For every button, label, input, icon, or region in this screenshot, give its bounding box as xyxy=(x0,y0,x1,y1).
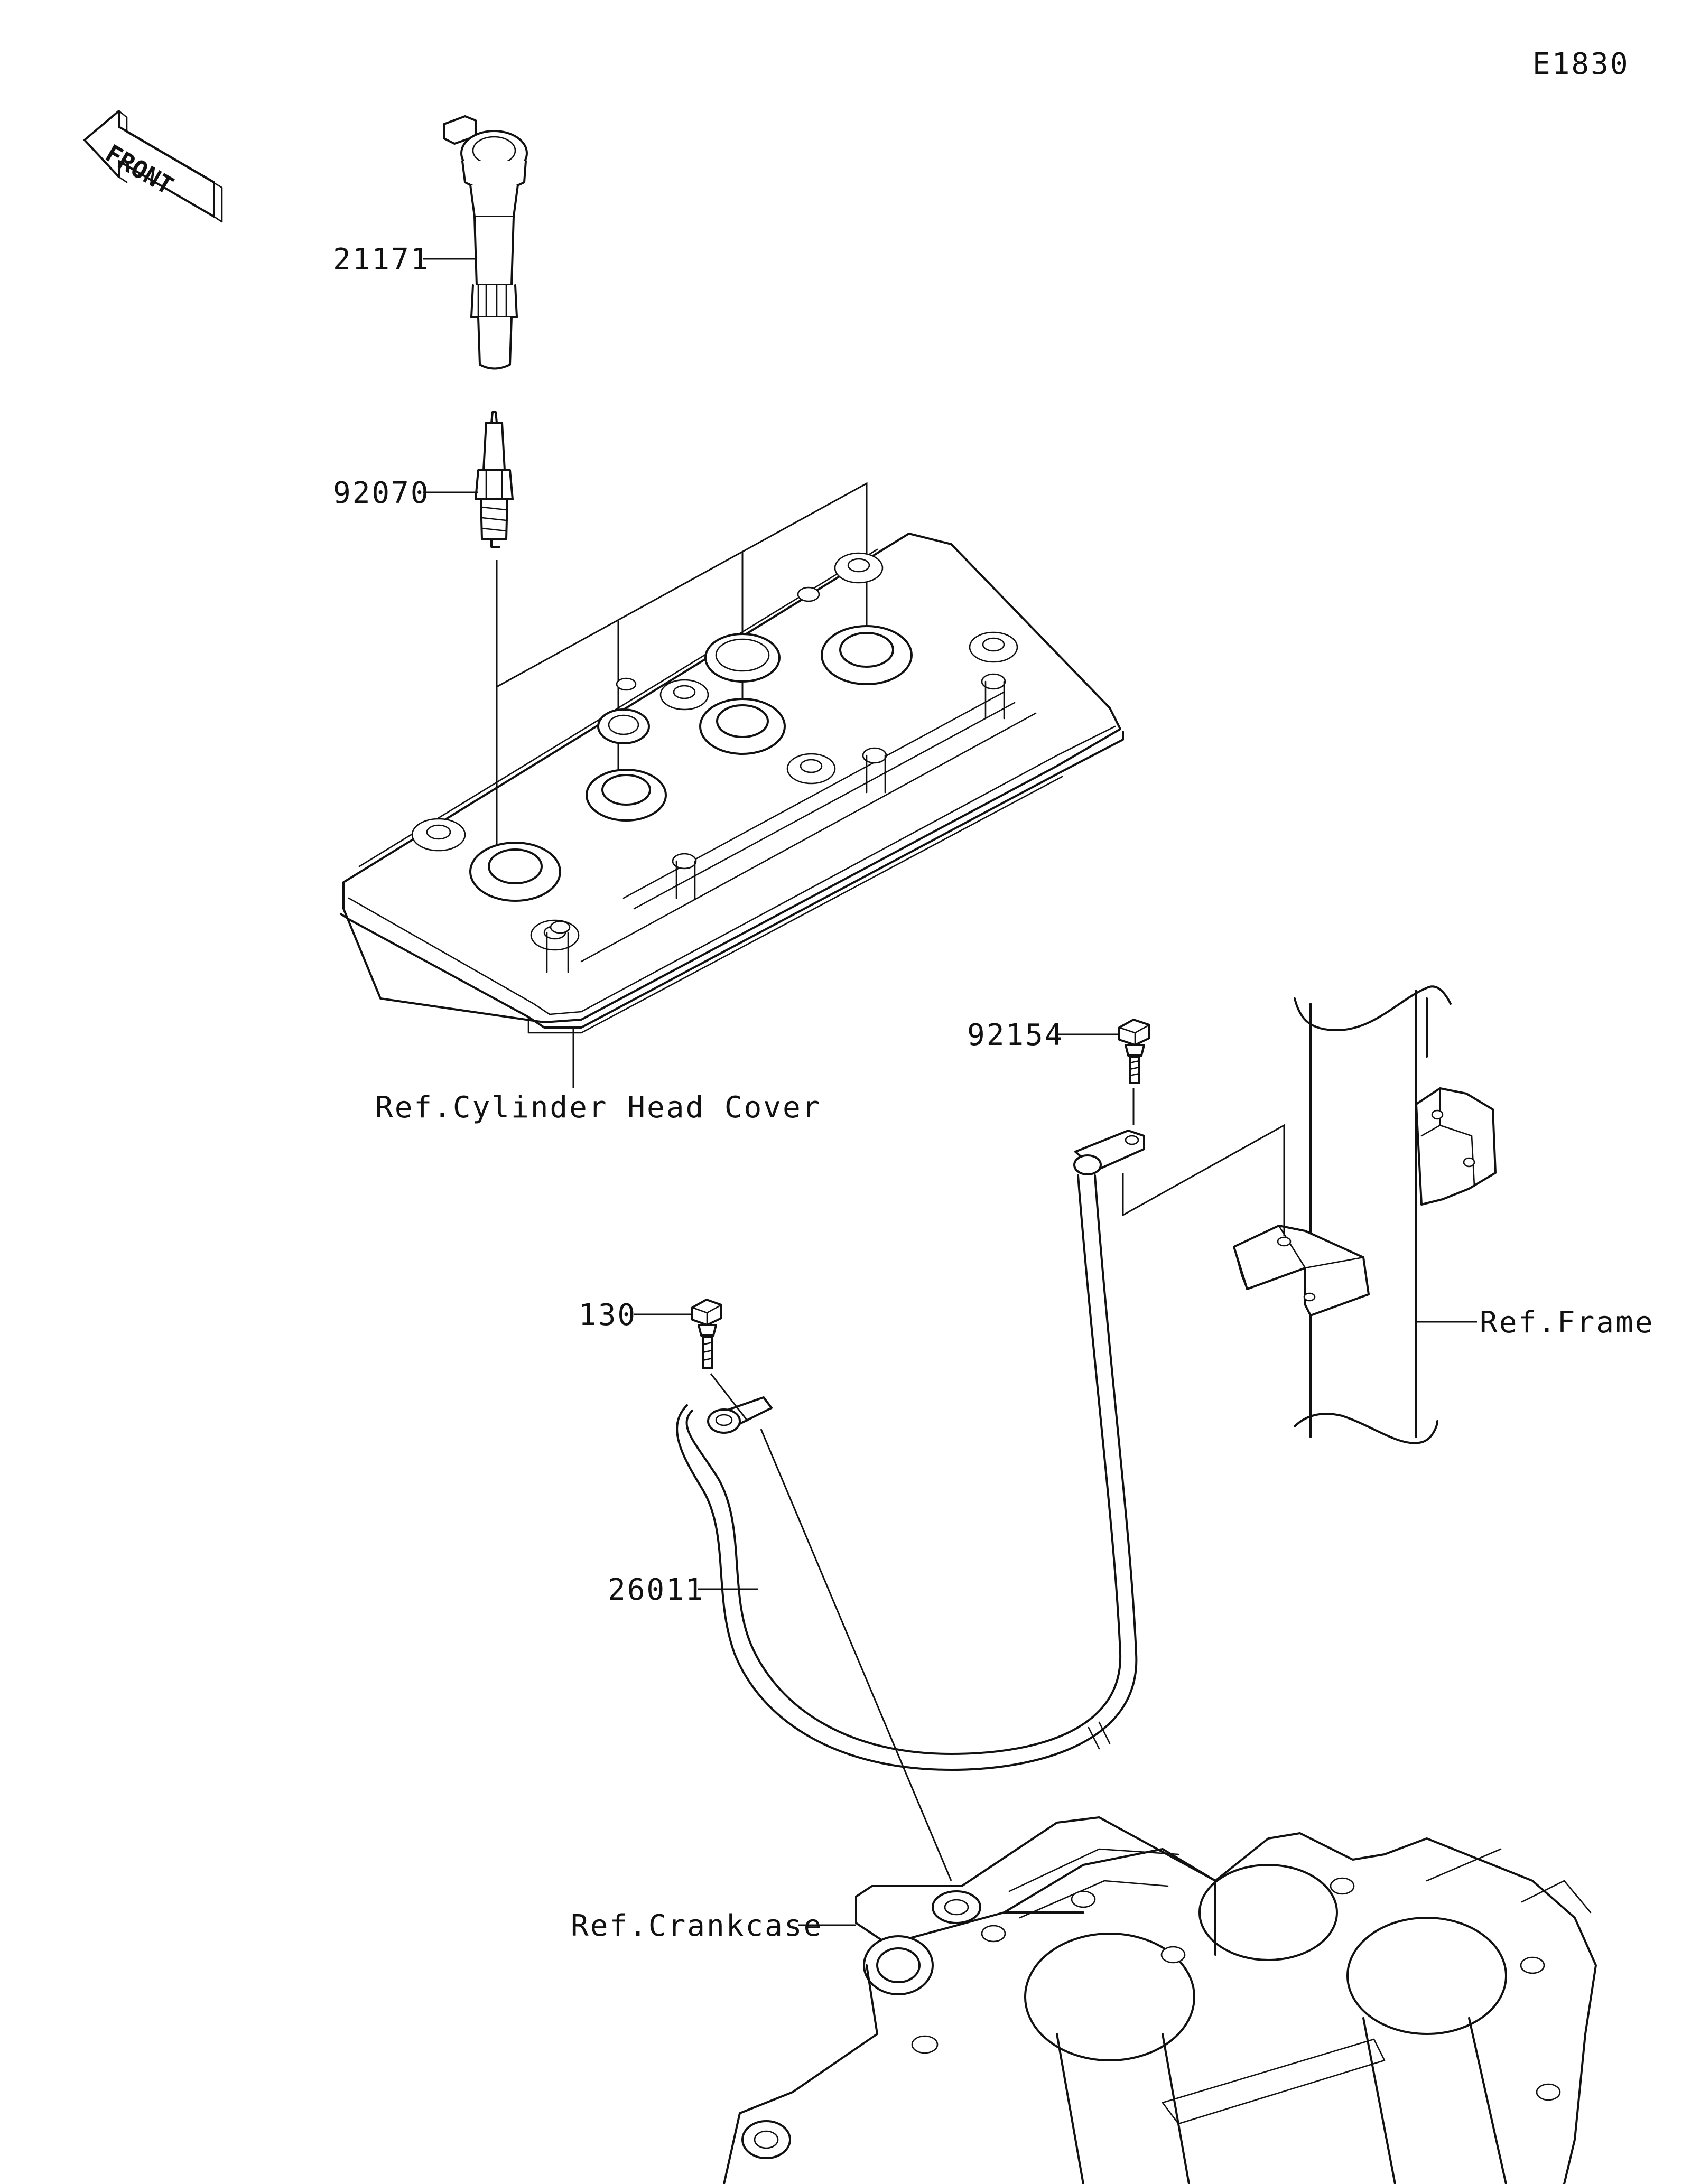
callout-21171[interactable]: 21171 xyxy=(333,242,430,277)
callout-92070[interactable]: 92070 xyxy=(333,476,430,510)
crankcase xyxy=(723,1816,1597,2184)
frame xyxy=(1122,985,1497,1444)
callout-frame[interactable]: Ref.Frame xyxy=(1480,1305,1654,1340)
front-arrow-icon: FRONT xyxy=(83,110,223,223)
ground-lead[interactable] xyxy=(676,1130,1145,1881)
spark-plug[interactable] xyxy=(475,411,514,548)
cylinder-head-cover xyxy=(340,533,1124,1034)
callout-26011[interactable]: 26011 xyxy=(608,1573,705,1607)
diagram-code: E1830 xyxy=(1532,47,1630,81)
bolt-92154[interactable] xyxy=(1118,1019,1150,1084)
callout-crankcase[interactable]: Ref.Crankcase xyxy=(571,1909,823,1943)
callout-130[interactable]: 130 xyxy=(579,1298,637,1332)
callout-92154[interactable]: 92154 xyxy=(967,1018,1064,1052)
ignition-coil[interactable] xyxy=(443,115,528,370)
callout-cylinder-head-cover[interactable]: Ref.Cylinder Head Cover xyxy=(375,1090,821,1125)
bolt-130[interactable] xyxy=(691,1299,722,1369)
